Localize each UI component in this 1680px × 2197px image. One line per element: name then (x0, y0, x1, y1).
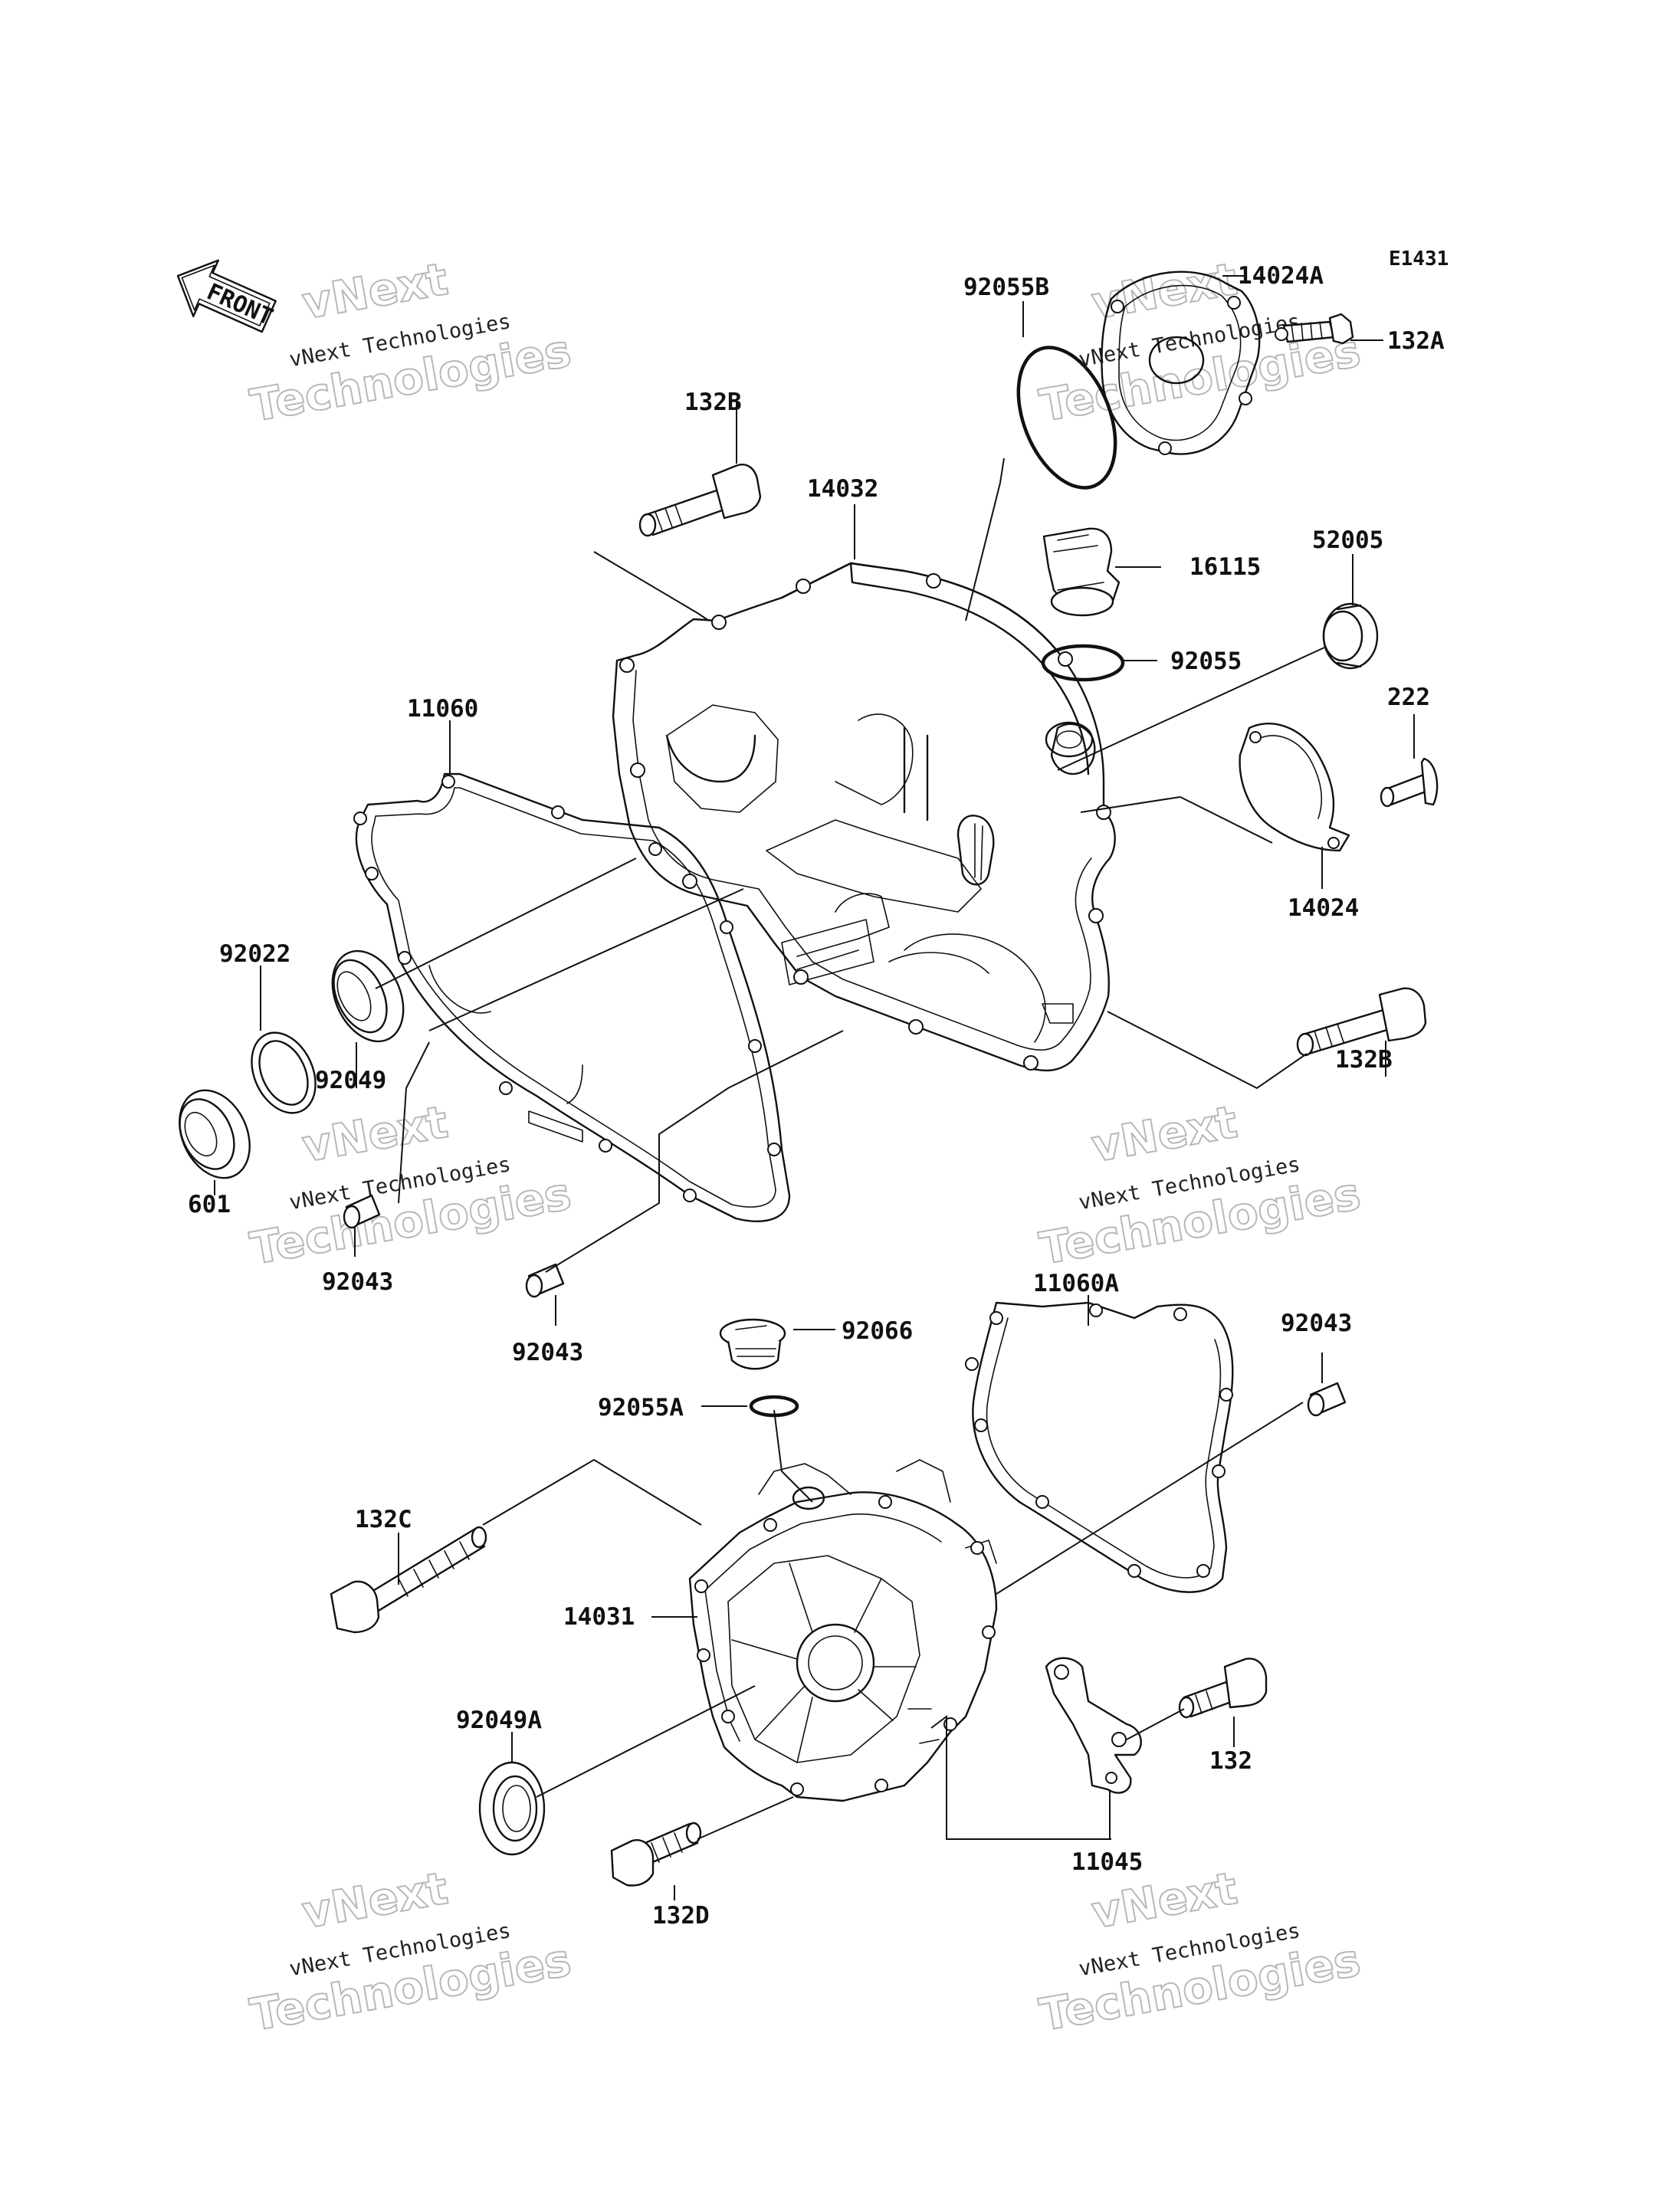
seal-92049a-drawing (478, 1761, 546, 1856)
part-label: 14031 (563, 1603, 635, 1631)
bolt-132b-right-drawing (1296, 987, 1427, 1057)
part-label: 92049 (315, 1067, 386, 1094)
dowel-92043-left-drawing (343, 1194, 381, 1229)
part-label: 92066 (842, 1317, 913, 1345)
part-label: 132A (1387, 327, 1445, 355)
dowel-92043-right-drawing (1307, 1382, 1347, 1417)
part-label: 14024A (1238, 262, 1324, 290)
bracket-11045-drawing (1045, 1657, 1142, 1794)
bolt-132-drawing (1178, 1658, 1268, 1719)
watermark-line1: vNext (298, 1096, 451, 1172)
plug-92066-drawing (719, 1318, 786, 1370)
part-label: 92043 (322, 1268, 393, 1296)
gasket-11060-drawing (353, 772, 791, 1222)
bolt-132c-drawing (330, 1526, 487, 1634)
part-label: 92022 (219, 940, 290, 968)
front-arrow-icon: FRONT (176, 259, 277, 333)
cover-14031-drawing (688, 1459, 998, 1802)
part-label: 11045 (1071, 1848, 1143, 1876)
gasket-11060a-drawing (965, 1301, 1234, 1593)
bolt-132d-drawing (610, 1822, 702, 1887)
part-labels: 92055B 14024A 132A 132B 14032 16115 5200… (188, 262, 1445, 1930)
watermark-line1: vNext (298, 253, 451, 330)
part-label: 132B (684, 389, 742, 416)
part-label: 92055 (1170, 648, 1242, 675)
part-label: 132 (1209, 1747, 1252, 1775)
part-label: 14032 (807, 475, 878, 503)
part-label: 11060A (1033, 1270, 1119, 1297)
part-label: 92049A (456, 1707, 542, 1734)
part-label: 16115 (1189, 553, 1261, 581)
watermark: vNext vNext Technologies Technologies (246, 1861, 576, 2042)
seal-92049-drawing (331, 949, 405, 1043)
plug-16115-drawing (1042, 527, 1121, 617)
part-label: 92043 (512, 1339, 583, 1366)
watermark-group: vNext vNext Technologies Technologies vN… (246, 252, 1365, 2042)
leader-lines (214, 275, 1415, 1900)
screw-222-drawing (1380, 757, 1439, 808)
cap-14024a-drawing (1101, 271, 1261, 455)
watermark-line1: vNext (1088, 253, 1241, 330)
watermark: vNext vNext Technologies Technologies (246, 252, 576, 433)
bolt-132b-top-drawing (638, 464, 762, 537)
part-label: 92055B (963, 274, 1049, 301)
diagram-code: E1431 (1389, 248, 1449, 271)
seal-92022-drawing (251, 1031, 317, 1114)
cover-14024-drawing (1239, 723, 1350, 852)
dowel-92043-mid-drawing (525, 1263, 565, 1298)
cover-14032-drawing (612, 562, 1116, 1072)
part-label: 14024 (1288, 894, 1359, 922)
part-label: 132B (1335, 1046, 1393, 1074)
watermark-line1: vNext (298, 1862, 451, 1939)
part-label: 222 (1387, 684, 1430, 711)
watermark: vNext vNext Technologies Technologies (1035, 1095, 1365, 1276)
bolt-132a-drawing (1275, 313, 1354, 345)
part-label: 52005 (1312, 526, 1383, 554)
bearing-601-drawing (179, 1089, 251, 1179)
part-label: 92043 (1281, 1310, 1352, 1337)
part-label: 132C (355, 1506, 412, 1533)
o-ring-92055-drawing (1041, 644, 1125, 682)
o-ring-92055b-drawing (1016, 346, 1117, 490)
part-label: 601 (188, 1191, 231, 1218)
part-label: 11060 (407, 695, 478, 723)
part-label: 92055A (598, 1394, 684, 1421)
part-label: 132D (652, 1902, 710, 1930)
watermark-line1: vNext (1088, 1096, 1241, 1172)
seal-52005-drawing (1322, 602, 1379, 670)
